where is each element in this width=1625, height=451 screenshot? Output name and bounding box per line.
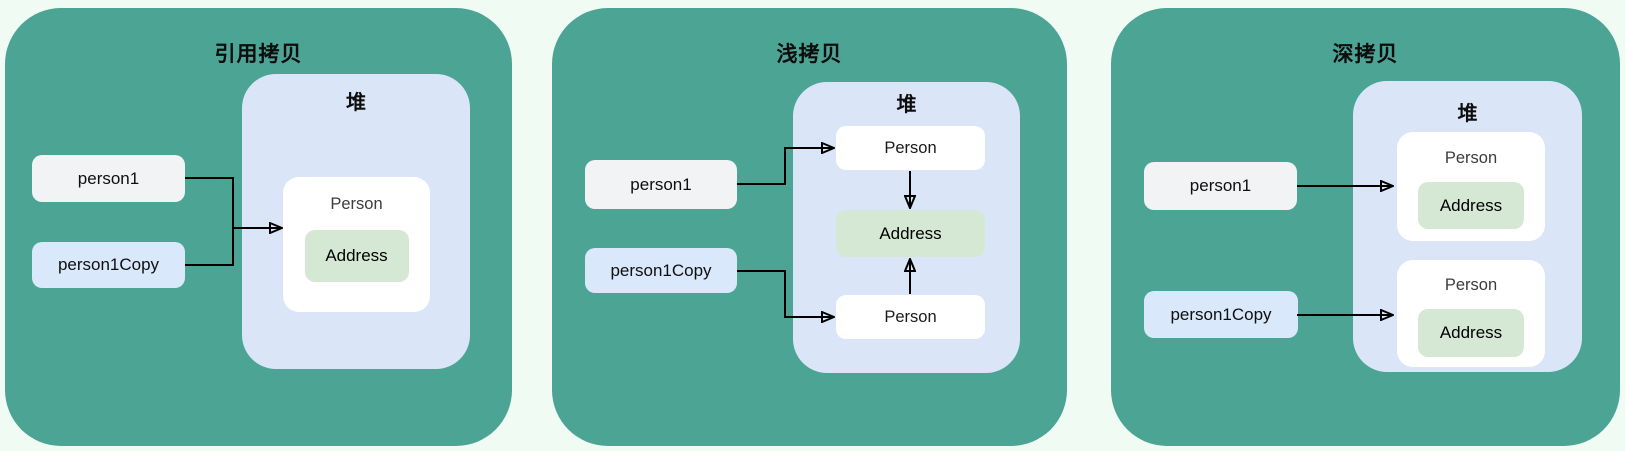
var-person1-panel1: person1: [32, 155, 185, 202]
var-person1-label: person1: [77, 168, 140, 188]
address-object-shared-panel2: Address: [836, 210, 985, 257]
panel-title-deep-copy: 深拷贝: [1332, 43, 1399, 66]
person-object-label: Person: [330, 195, 383, 213]
heap-label-panel2: 堆: [896, 94, 917, 116]
person-object-bottom-panel3: Person Address: [1397, 260, 1545, 367]
panel-title-shallow-copy: 浅拷贝: [776, 43, 843, 66]
address-object-top-panel3: Address: [1418, 182, 1524, 229]
var-person1copy-panel2: person1Copy: [585, 248, 737, 293]
heap-label-panel1: 堆: [346, 92, 366, 114]
var-person1copy-label: person1Copy: [610, 260, 712, 280]
var-person1-label: person1: [630, 174, 692, 194]
var-person1-panel2: person1: [585, 160, 737, 209]
var-person1-label: person1: [1189, 176, 1252, 195]
var-person1copy-panel1: person1Copy: [32, 242, 185, 288]
person-object-label: Person: [1444, 149, 1498, 167]
panel-title-reference-copy: 引用拷贝: [214, 43, 303, 66]
person-object-top-panel2: Person: [836, 126, 985, 170]
var-person1copy-label: person1Copy: [57, 255, 160, 274]
person-object-bottom-panel2: Person: [836, 295, 985, 339]
address-object-bottom-panel3: Address: [1418, 309, 1524, 357]
address-object-panel1: Address: [304, 230, 409, 282]
var-person1copy-label: person1Copy: [1170, 304, 1272, 324]
person-object-top-panel3: Person Address: [1397, 132, 1545, 241]
person-object-panel1: Person Address: [283, 177, 430, 312]
person-object-label: Person: [1444, 276, 1498, 294]
var-person1-panel3: person1: [1144, 162, 1297, 210]
var-person1copy-panel3: person1Copy: [1144, 291, 1298, 338]
heap-label-panel3: 堆: [1457, 103, 1478, 125]
